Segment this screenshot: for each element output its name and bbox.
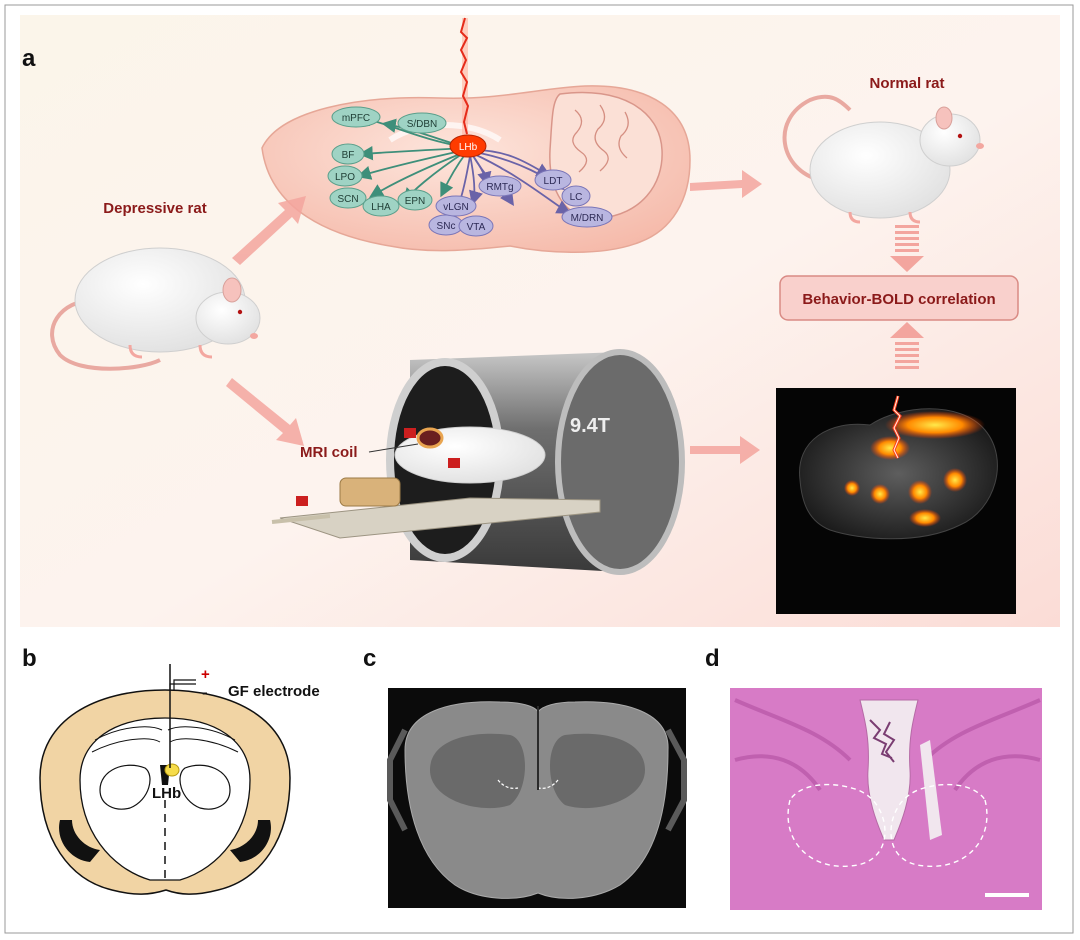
node-vta-label: VTA bbox=[467, 222, 486, 233]
node-mdrn bbox=[561, 206, 613, 228]
ear-bar-left bbox=[404, 428, 416, 438]
node-mdrn-label: M/DRN bbox=[571, 213, 604, 224]
panel-d-label: d bbox=[705, 645, 720, 672]
electrode-plus-sign: + bbox=[201, 666, 210, 683]
histology-tissue-detail bbox=[869, 719, 896, 763]
mri-coil-ring bbox=[416, 427, 444, 449]
mri-coil-label: MRI coil bbox=[300, 444, 358, 461]
cerebellum-folia bbox=[572, 104, 629, 173]
mri-lhb-outline bbox=[497, 779, 559, 789]
lateral-ventricles bbox=[59, 820, 271, 862]
node-rmtg-label: RMTg bbox=[486, 182, 513, 193]
output-nodes: SNc VTA vLGN RMTg LDT LC M/DRN bbox=[428, 169, 613, 237]
scale-bar bbox=[985, 893, 1029, 897]
node-bf-label: BF bbox=[342, 150, 355, 161]
arrow-brain-to-normal bbox=[690, 170, 762, 198]
node-vlgn bbox=[435, 195, 477, 217]
panel-b-label: b bbox=[22, 645, 37, 672]
node-lc bbox=[561, 185, 591, 207]
lightning-electrode-top bbox=[459, 17, 470, 140]
node-mpfc bbox=[331, 106, 381, 128]
node-epn bbox=[397, 189, 433, 211]
ear-bar-right bbox=[448, 458, 460, 468]
coronal-atlas-section bbox=[39, 664, 291, 895]
electrode-lead-minus bbox=[169, 683, 196, 690]
node-epn-label: EPN bbox=[405, 196, 426, 207]
electrode-minus-sign: - bbox=[202, 683, 208, 702]
head-holder bbox=[339, 477, 401, 507]
panel-a-label: a bbox=[22, 45, 36, 72]
mri-brain bbox=[404, 701, 669, 899]
node-sdbn-label: S/DBN bbox=[407, 119, 438, 130]
histology-fiber-tracts bbox=[734, 698, 1041, 792]
arrow-mri-to-map bbox=[690, 436, 760, 464]
node-vlgn-label: vLGN bbox=[443, 202, 469, 213]
electrode-lead-plus bbox=[173, 679, 196, 690]
node-scn-label: SCN bbox=[337, 194, 358, 205]
striped-arrow-down bbox=[890, 225, 924, 272]
mri-scanner: 9.4T bbox=[271, 349, 685, 575]
histology-electrode-track bbox=[920, 740, 942, 840]
node-vta bbox=[458, 215, 494, 237]
arrow-rat-to-brain bbox=[232, 196, 306, 265]
node-ldt-label: LDT bbox=[544, 176, 563, 187]
mri-coronal-image bbox=[387, 688, 687, 908]
node-lc-label: LC bbox=[570, 192, 583, 203]
gf-electrode-label: GF electrode bbox=[228, 683, 320, 700]
bold-activation-map bbox=[776, 388, 1016, 614]
mri-coil-pointer bbox=[368, 443, 419, 453]
input-nodes: mPFC S/DBN BF LPO SCN LHA EPN bbox=[327, 106, 447, 217]
inner-structure bbox=[79, 717, 251, 881]
node-lhb-label: LHb bbox=[459, 142, 478, 153]
lhb-atlas-label: LHb bbox=[152, 785, 181, 802]
node-scn bbox=[329, 187, 367, 209]
node-snc-label: SNc bbox=[437, 221, 456, 232]
mri-thalamus bbox=[430, 733, 645, 809]
figure-frame bbox=[4, 4, 1074, 934]
node-sdbn bbox=[397, 112, 447, 134]
node-lhb bbox=[449, 134, 487, 158]
flow-arrows bbox=[226, 170, 762, 464]
depressive-rat-illustration bbox=[50, 247, 261, 371]
node-lpo-label: LPO bbox=[335, 172, 355, 183]
thalamus-outline bbox=[99, 764, 231, 810]
bite-bar bbox=[296, 496, 308, 506]
normal-rat-label: Normal rat bbox=[869, 75, 944, 92]
histology-lhb-outline bbox=[787, 783, 988, 868]
striped-arrow-up bbox=[890, 322, 924, 369]
magnet-strength-label: 9.4T bbox=[570, 415, 610, 437]
mri-skull-edge bbox=[387, 728, 687, 832]
arrow-rat-to-mri bbox=[226, 378, 304, 446]
behavior-bold-correlation-box bbox=[779, 275, 1019, 321]
node-lpo bbox=[327, 165, 363, 187]
node-ldt bbox=[534, 169, 572, 191]
node-mpfc-label: mPFC bbox=[342, 113, 370, 124]
white-matter-lines bbox=[91, 726, 239, 753]
normal-rat-illustration bbox=[782, 94, 984, 224]
node-lha bbox=[362, 195, 400, 217]
behavior-bold-correlation-label: Behavior-BOLD correlation bbox=[802, 291, 995, 308]
histology-ventricle bbox=[859, 699, 919, 841]
panel-c-label: c bbox=[363, 645, 376, 672]
node-bf bbox=[331, 143, 365, 165]
node-lha-label: LHA bbox=[371, 202, 391, 213]
histology-image bbox=[730, 688, 1042, 910]
lhb-target bbox=[164, 763, 180, 777]
depressive-rat-label: Depressive rat bbox=[103, 200, 206, 217]
node-rmtg bbox=[478, 175, 522, 197]
